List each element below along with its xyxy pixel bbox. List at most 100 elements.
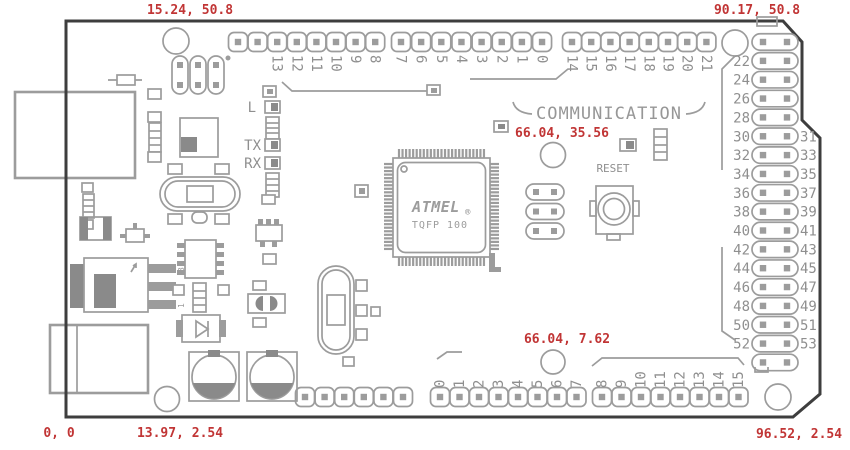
chip-pin [384, 216, 393, 219]
pin-number-label: 28 [733, 110, 750, 126]
chip-pin [490, 173, 499, 176]
led-rx: RX [244, 156, 281, 172]
pin-pad-center [360, 393, 367, 401]
chip-pin [384, 166, 393, 169]
pin-number-label: 6 [413, 55, 429, 63]
coord-mid-upper: 66.04, 35.56 [515, 126, 609, 141]
chip-pin [422, 149, 425, 158]
chip-pin [404, 149, 408, 158]
pin-number-label: 43 [800, 242, 817, 258]
pin-number-label: 13 [692, 371, 708, 388]
regulator-pin-3: 3 [177, 267, 186, 272]
pin-number-label: 8 [595, 380, 611, 388]
pin-pad-center [254, 38, 261, 46]
pin-pad-center [783, 359, 791, 366]
pin-pad-center [676, 393, 684, 401]
resistor-mid [172, 282, 230, 313]
pin-pad-center [759, 95, 767, 102]
icsp-oval [171, 55, 189, 95]
icsp-pad [213, 82, 219, 88]
chip-pin [404, 257, 408, 266]
icsp-pad [551, 189, 557, 195]
pin-pad-center [684, 38, 691, 46]
chip-pin [384, 240, 393, 243]
pin-pad-center [664, 38, 672, 46]
pin-number-label: 47 [800, 280, 817, 296]
chip-pin [384, 194, 393, 197]
pin-number-label: 24 [733, 73, 750, 89]
pin-number-label: 11 [653, 371, 669, 388]
group-brackets [281, 55, 769, 373]
pin-pad-pair [751, 202, 799, 221]
sot5-part [255, 219, 283, 247]
pin-number-label: 49 [800, 299, 817, 315]
mounting-hole [721, 29, 749, 57]
pin-pad-center [783, 151, 791, 159]
led-tx-label: TX [244, 138, 261, 154]
pin-pad-center [759, 359, 767, 366]
pin-number-label: 14 [564, 55, 580, 72]
chip-pin [490, 201, 499, 205]
pin-number-label: 40 [733, 224, 750, 240]
registered-mark: ® [465, 208, 471, 218]
pin-pad-pair [751, 89, 799, 108]
coord-origin: 0, 0 [43, 426, 74, 441]
pin-number-label: 36 [733, 186, 750, 202]
reset-resistor [653, 128, 668, 161]
icsp-pad [195, 82, 201, 88]
pin-pad-center [783, 302, 791, 310]
reset-button [589, 185, 640, 241]
pin-pad-center [458, 38, 465, 46]
icsp-oval [525, 202, 565, 221]
icsp-pad [177, 62, 183, 68]
pin-number-label: 1 [513, 55, 529, 63]
pin-pad-center [478, 38, 485, 46]
pin-number-label: 11 [308, 55, 324, 72]
icsp-pad [533, 208, 539, 215]
chip-pin [415, 149, 418, 158]
icsp-pad [551, 228, 557, 234]
pin-pad-center [397, 38, 405, 46]
pin-pad-center [293, 38, 300, 46]
pin-number-label: 1 [452, 380, 468, 388]
chip-pin [475, 257, 478, 266]
pin-number-label: 3 [491, 380, 507, 388]
chip-pin [447, 257, 450, 266]
chip-pin [472, 257, 475, 266]
pin-number-label: 34 [733, 167, 750, 183]
ferrite-bead [247, 293, 286, 314]
pin-pad-center [645, 38, 652, 46]
pin-number-label: 9 [614, 380, 630, 388]
pin-pad-center [715, 393, 723, 401]
pin-pad-center [321, 393, 328, 401]
pin-number-label: 18 [640, 55, 656, 72]
pin-pad-center [783, 38, 791, 46]
pin-number-label: 19 [660, 55, 676, 72]
icsp-oval [207, 55, 225, 95]
mounting-hole [162, 27, 190, 55]
chip-pin [384, 219, 393, 222]
chip-pin [384, 177, 393, 180]
chip-pin [412, 257, 415, 266]
coord-mid-lower: 66.04, 7.62 [524, 332, 610, 347]
chip-pin [490, 223, 499, 226]
chip-pin [490, 233, 499, 236]
pin-pad-center [759, 302, 767, 310]
misc-pads [262, 84, 509, 367]
icsp-oval [525, 222, 565, 240]
pin-pad-center [759, 76, 767, 83]
chip-brand-logo: ATMEL [411, 198, 460, 216]
chip-pin [415, 257, 418, 266]
pin-number-label: 3 [473, 55, 489, 63]
pin-pad-center [332, 38, 340, 46]
chip-pin [384, 208, 393, 212]
chip-pin [384, 180, 393, 183]
pin-number-label: 12 [288, 55, 304, 72]
pin-pad-center [759, 170, 767, 178]
chip-pin [490, 240, 499, 243]
pin-pad-center [759, 114, 767, 121]
led-l-label: L [248, 100, 256, 116]
pin-number-label: 20 [679, 55, 695, 72]
pin-number-label: 41 [800, 224, 817, 240]
